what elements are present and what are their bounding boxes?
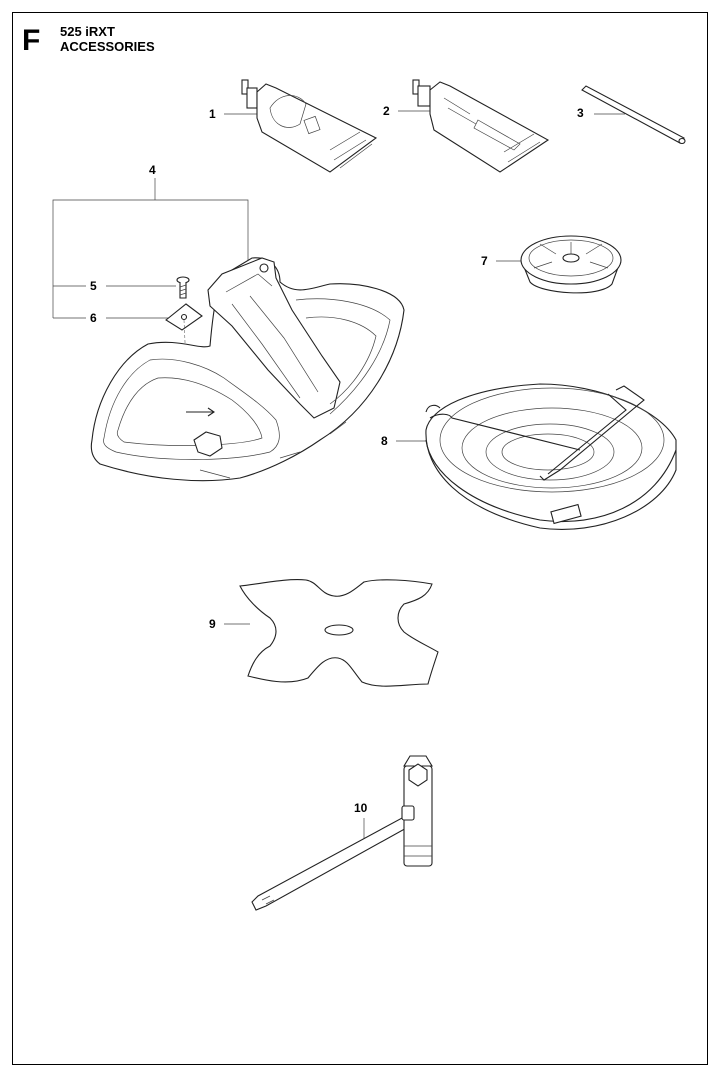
- model-name: 525 iRXT: [60, 24, 115, 39]
- callout-8: 8: [381, 434, 388, 448]
- callout-7: 7: [481, 254, 488, 268]
- grease-tube-part-1: [241, 79, 378, 173]
- callout-10: 10: [354, 801, 368, 815]
- grease-tube-part-2: [412, 79, 550, 173]
- page-subtitle: ACCESSORIES: [60, 39, 155, 54]
- callout-5: 5: [90, 279, 97, 293]
- page-frame: [12, 12, 708, 1065]
- guard-disc-part-8: [425, 383, 677, 530]
- callout-9: 9: [209, 617, 216, 631]
- callout-4: 4: [149, 163, 156, 177]
- cap-part-7: [520, 235, 622, 294]
- callout-6: 6: [90, 311, 97, 325]
- callout-2: 2: [383, 104, 390, 118]
- trimmer-guard-part-4: [90, 257, 405, 482]
- leader-lines: [52, 110, 625, 850]
- callout-3: 3: [577, 106, 584, 120]
- cutting-blade-part-9: [239, 579, 439, 687]
- rod-part-3: [581, 85, 686, 145]
- section-letter: F: [22, 24, 41, 57]
- screw-part-5: [176, 276, 190, 299]
- callout-1: 1: [209, 107, 216, 121]
- combination-wrench-part-10: [251, 755, 433, 911]
